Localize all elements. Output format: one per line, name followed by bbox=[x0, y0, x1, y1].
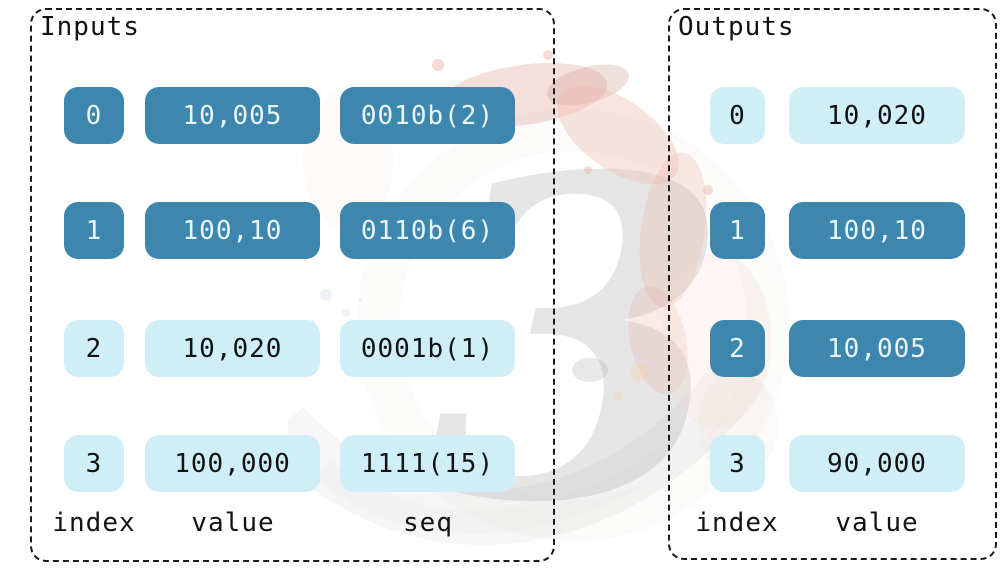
input-row0-index-pill: 0 bbox=[64, 87, 124, 144]
input-row2-value-pill: 10,020 bbox=[145, 320, 320, 377]
input-row2-index-pill: 2 bbox=[64, 320, 124, 377]
outputs-column-label-index: index bbox=[695, 508, 779, 538]
output-row3-value-pill: 90,000 bbox=[789, 435, 965, 492]
input-row1-value-pill: 100,10 bbox=[145, 202, 320, 259]
outputs-column-label-value: value bbox=[835, 508, 919, 538]
output-row1-value-pill: 100,10 bbox=[789, 202, 965, 259]
output-row2-value-pill: 10,005 bbox=[789, 320, 965, 377]
inputs-panel-title: Inputs bbox=[40, 12, 140, 42]
input-row3-seq-pill: 1111(15) bbox=[340, 435, 515, 492]
output-row2-index-pill: 2 bbox=[710, 320, 765, 377]
input-row1-index-pill: 1 bbox=[64, 202, 124, 259]
input-row3-index-pill: 3 bbox=[64, 435, 124, 492]
dark-ink-blob bbox=[572, 358, 608, 382]
outputs-panel-title: Outputs bbox=[678, 12, 795, 42]
input-row2-seq-pill: 0001b(1) bbox=[340, 320, 515, 377]
input-row1-seq-pill: 0110b(6) bbox=[340, 202, 515, 259]
inputs-column-label-seq: seq bbox=[403, 508, 453, 538]
output-row0-value-pill: 10,020 bbox=[789, 87, 965, 144]
output-row0-index-pill: 0 bbox=[710, 87, 765, 144]
inputs-column-label-value: value bbox=[191, 508, 275, 538]
output-row3-index-pill: 3 bbox=[710, 435, 765, 492]
input-row0-seq-pill: 0010b(2) bbox=[340, 87, 515, 144]
input-row0-value-pill: 10,005 bbox=[145, 87, 320, 144]
inputs-column-label-index: index bbox=[52, 508, 136, 538]
outputs-panel: Outputs 0 10,020 1 100,10 2 10,005 3 90,… bbox=[668, 8, 997, 560]
inputs-panel: Inputs 0 10,005 0010b(2) 1 100,10 0110b(… bbox=[30, 8, 555, 562]
output-row1-index-pill: 1 bbox=[710, 202, 765, 259]
input-row3-value-pill: 100,000 bbox=[145, 435, 320, 492]
